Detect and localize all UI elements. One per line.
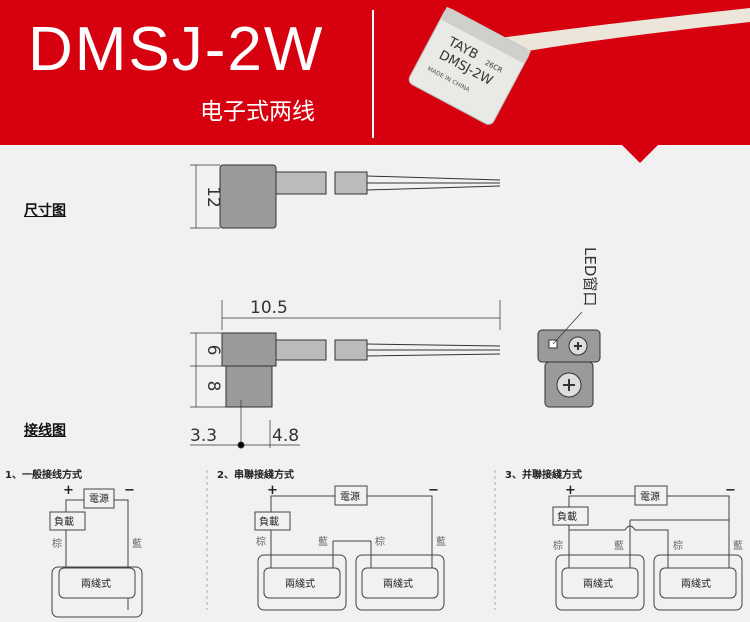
svg-text:藍: 藍: [733, 539, 743, 552]
svg-text:+: +: [63, 483, 74, 498]
svg-text:2、串聯接綫方式: 2、串聯接綫方式: [217, 468, 294, 481]
svg-text:1、一般接线方式: 1、一般接线方式: [5, 468, 82, 481]
svg-text:棕: 棕: [375, 535, 385, 548]
section-wiring: 接线图: [24, 423, 66, 439]
svg-text:兩綫式: 兩綫式: [285, 577, 315, 590]
svg-text:棕: 棕: [52, 537, 62, 550]
svg-text:10.5: 10.5: [250, 298, 288, 318]
svg-text:電源: 電源: [340, 490, 360, 503]
svg-text:3.3: 3.3: [190, 426, 217, 446]
svg-text:棕: 棕: [673, 539, 683, 552]
svg-text:藍: 藍: [318, 535, 328, 548]
svg-text:兩綫式: 兩綫式: [383, 577, 413, 590]
section-dimensions: 尺寸图: [24, 203, 66, 219]
svg-text:負載: 負載: [54, 516, 74, 528]
svg-text:6: 6: [203, 345, 223, 356]
model-subtitle: 电子式两线: [200, 99, 315, 125]
svg-text:−: −: [428, 483, 439, 498]
divider: [372, 10, 374, 138]
svg-text:+: +: [267, 483, 278, 498]
svg-text:3、并聯接綫方式: 3、并聯接綫方式: [505, 468, 582, 481]
svg-text:藍: 藍: [436, 535, 446, 548]
side-view-drawing: [190, 164, 501, 229]
front-view-drawing: [190, 300, 501, 449]
svg-text:兩綫式: 兩綫式: [681, 577, 711, 590]
svg-text:電源: 電源: [89, 492, 109, 505]
product-photo: TAYB 26CR DMSJ-2W MADE IN CHINA: [408, 6, 750, 125]
model-title: DMSJ-2W: [28, 15, 325, 84]
svg-text:4.8: 4.8: [272, 426, 299, 446]
svg-text:藍: 藍: [614, 539, 624, 552]
svg-text:藍: 藍: [132, 537, 142, 550]
svg-text:−: −: [124, 483, 135, 498]
svg-text:−: −: [725, 483, 736, 498]
svg-text:12: 12: [203, 186, 223, 208]
banner-notch: [622, 145, 658, 163]
svg-text:兩綫式: 兩綫式: [81, 577, 111, 590]
svg-text:電源: 電源: [640, 490, 660, 503]
svg-text:8: 8: [203, 381, 223, 392]
svg-text:負載: 負載: [557, 511, 577, 523]
end-view-drawing: [537, 311, 601, 408]
svg-text:棕: 棕: [256, 535, 266, 548]
svg-text:負載: 負載: [259, 516, 279, 528]
led-window-label: LED窗口: [581, 247, 599, 306]
svg-text:棕: 棕: [553, 539, 563, 552]
svg-text:兩綫式: 兩綫式: [583, 577, 613, 590]
svg-text:+: +: [565, 483, 576, 498]
